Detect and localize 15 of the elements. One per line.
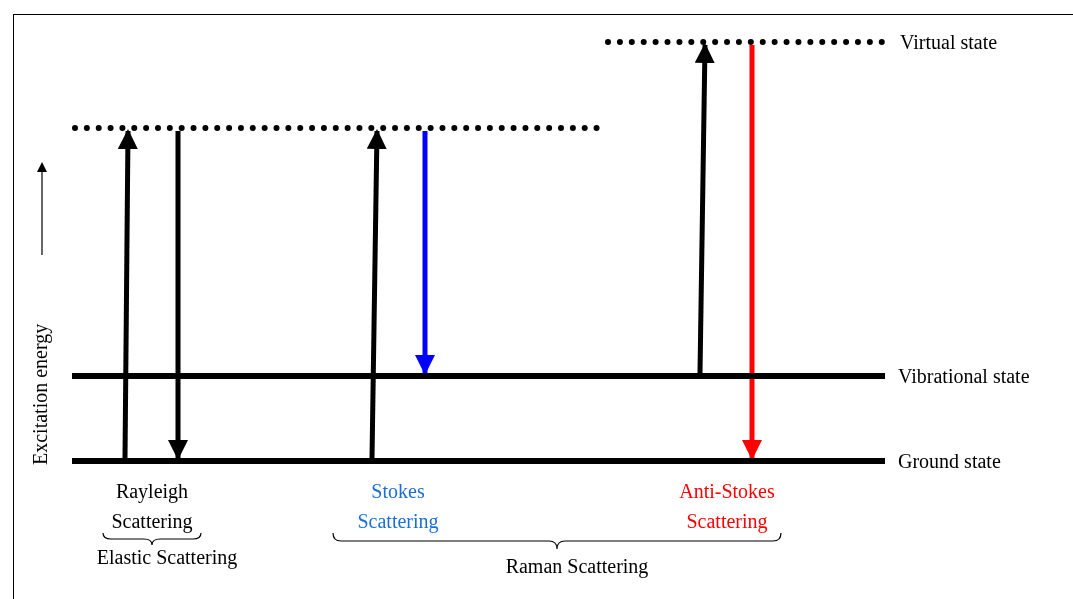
arrow <box>168 131 188 460</box>
scattering-label: Raman Scattering <box>504 554 650 580</box>
scattering-label: Elastic Scattering <box>95 545 239 571</box>
arrow <box>415 131 435 375</box>
arrow <box>117 129 138 459</box>
scattering-label: Anti-Stokes Scattering <box>678 479 776 535</box>
arrow <box>694 43 715 374</box>
scattering-label: Rayleigh Scattering <box>110 479 194 535</box>
axis-label: Excitation energy <box>28 322 53 465</box>
arrow <box>742 45 762 460</box>
level-label: Ground state <box>898 449 1001 473</box>
level-label: Virtual state <box>900 30 998 54</box>
scattering-label: Stokes Scattering <box>356 479 440 535</box>
level-label: Vibrational state <box>898 364 1030 388</box>
arrow <box>366 129 387 459</box>
